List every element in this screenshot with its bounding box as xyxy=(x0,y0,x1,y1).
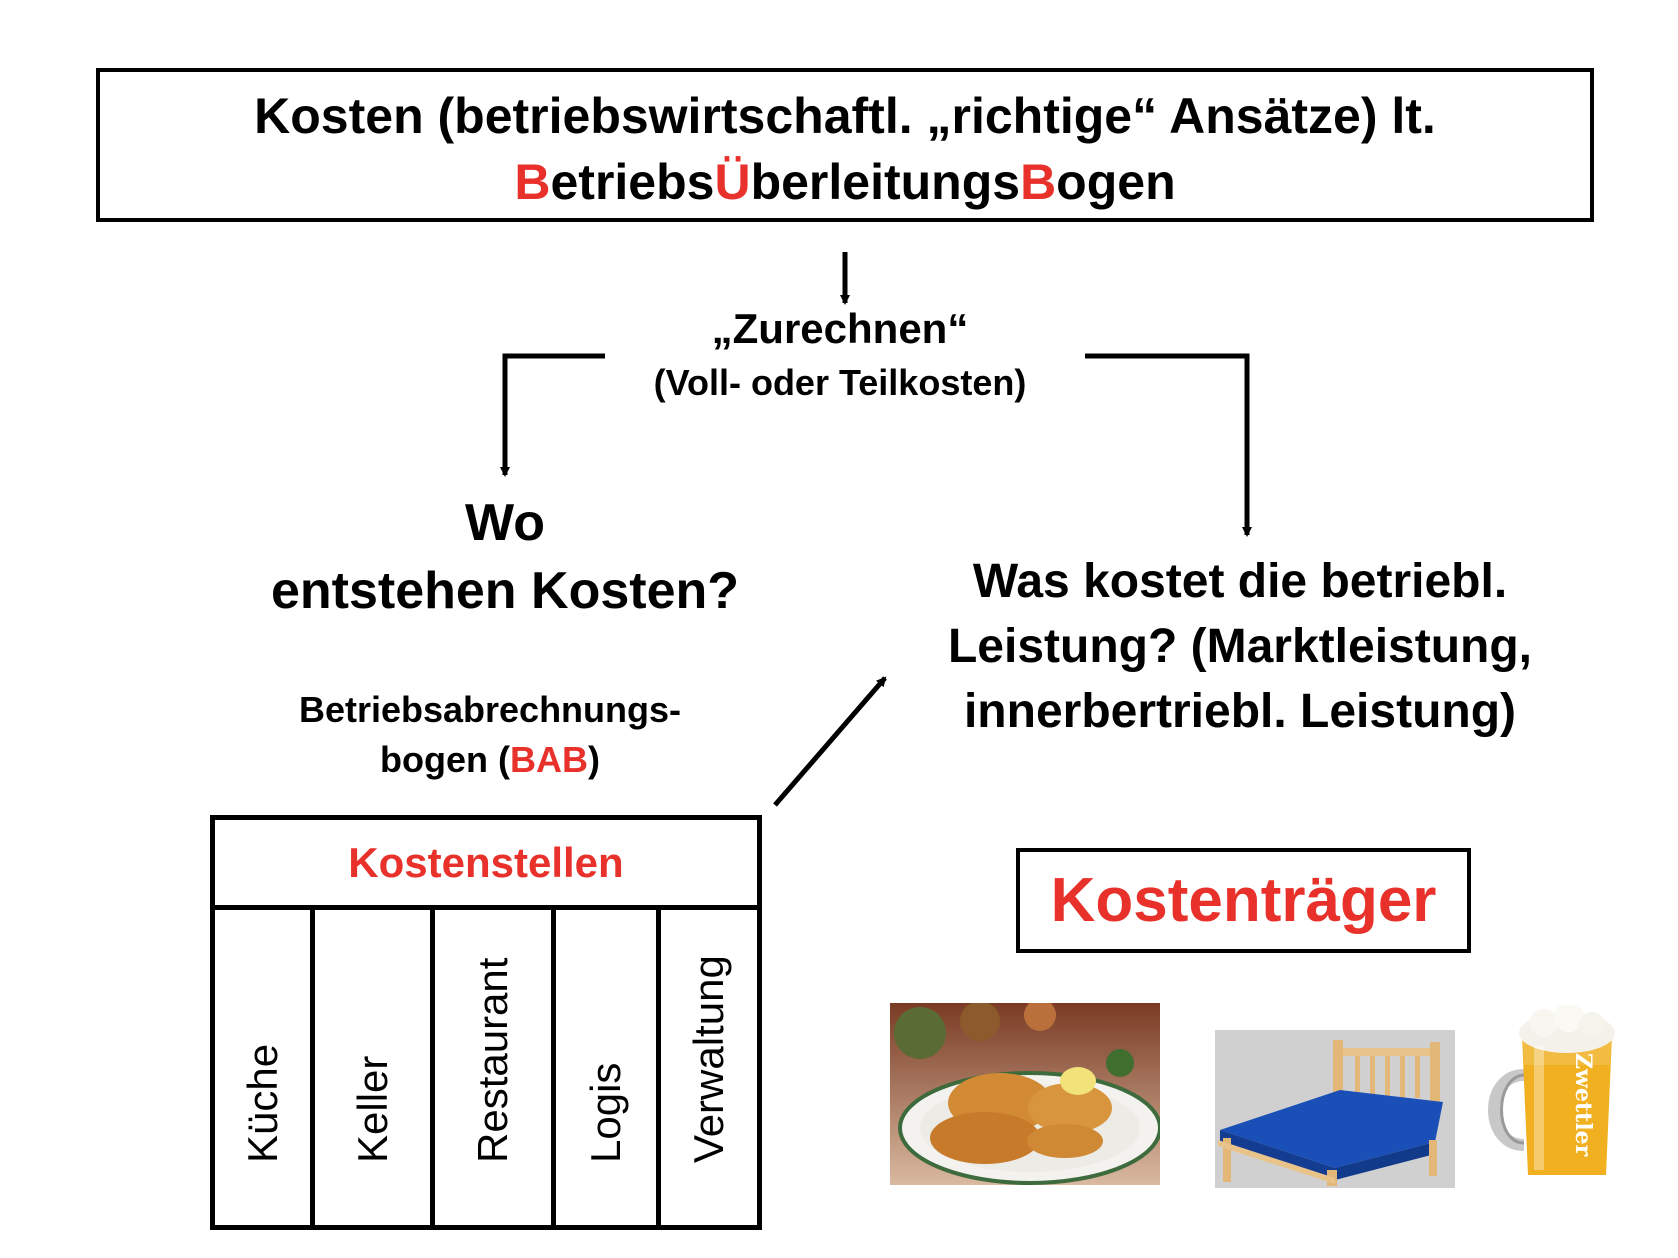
left-question-line-1: Wo xyxy=(465,494,545,552)
arrow-left-branch xyxy=(500,353,605,477)
bab-label: Betriebsabrechnungs- bogen (BAB) xyxy=(240,685,740,786)
bab-column-label: Küche xyxy=(238,1043,286,1163)
bed-image xyxy=(1215,1030,1455,1188)
header-word-ogen: ogen xyxy=(1056,154,1176,210)
bab-table: Kostenstellen Küche Keller Restaurant Lo… xyxy=(210,815,762,1230)
right-question: Was kostet die betriebl. Leistung? (Mark… xyxy=(880,550,1600,744)
right-question-line-3: innerbertriebl. Leistung) xyxy=(963,684,1517,738)
allocation-subtitle: (Voll- oder Teilkosten) xyxy=(653,362,1027,403)
bab-label-prefix: bogen ( xyxy=(380,739,510,781)
bab-label-line-1: Betriebsabrechnungs- xyxy=(298,689,682,730)
right-question-line-1: Was kostet die betriebl. xyxy=(972,555,1508,608)
arrow-right-branch xyxy=(1085,353,1252,537)
cost-carrier-box: Kostenträger xyxy=(1016,848,1471,953)
header-letter-b1: B xyxy=(514,154,551,210)
bab-column-verwaltung: Verwaltung xyxy=(661,910,757,1225)
bab-column-logis: Logis xyxy=(556,910,661,1225)
right-question-line-2: Leistung? (Marktleistung, xyxy=(947,619,1532,673)
fried-chicken-plate-icon xyxy=(890,1003,1160,1185)
header-box: Kosten (betriebswirtschaftl. „richtige“ … xyxy=(96,68,1594,222)
header-word-berleitungs: berleitungs xyxy=(750,154,1021,210)
bab-column-label: Logis xyxy=(582,1062,629,1163)
bab-table-header: Kostenstellen xyxy=(215,820,757,910)
beer-mug-icon: Zwettler xyxy=(1484,1005,1624,1185)
left-question-line-2: entstehen Kosten? xyxy=(270,561,740,620)
bed-icon xyxy=(1215,1030,1455,1188)
bab-column-restaurant: Restaurant xyxy=(435,910,556,1225)
arrow-diagonal xyxy=(773,676,887,807)
header-letter-b2: B xyxy=(1020,154,1057,210)
header-line-1: Kosten (betriebswirtschaftl. „richtige“ … xyxy=(254,88,1436,144)
bab-column-keller: Keller xyxy=(315,910,435,1225)
food-image xyxy=(890,1003,1160,1185)
bab-label-line-2: bogen (BAB) xyxy=(240,735,740,785)
allocation-title: „Zurechnen“ xyxy=(711,305,969,352)
bab-column-label: Verwaltung xyxy=(685,955,732,1163)
header-line-2: BetriebsÜberleitungsBogen xyxy=(100,152,1590,212)
bab-abbreviation: BAB xyxy=(509,739,588,781)
bab-label-suffix: ) xyxy=(587,739,600,781)
header-letter-ue: Ü xyxy=(714,154,751,210)
bab-column-label: Keller xyxy=(348,1055,396,1163)
bab-column-label: Restaurant xyxy=(469,957,516,1163)
left-question: Wo entstehen Kosten? xyxy=(200,490,810,625)
header-word-etriebs: etriebs xyxy=(550,154,715,210)
mug-brand-text: Zwettler xyxy=(1570,1053,1596,1157)
beer-mug-image: Zwettler xyxy=(1484,1005,1624,1185)
bab-column-kueche: Küche xyxy=(215,910,315,1225)
